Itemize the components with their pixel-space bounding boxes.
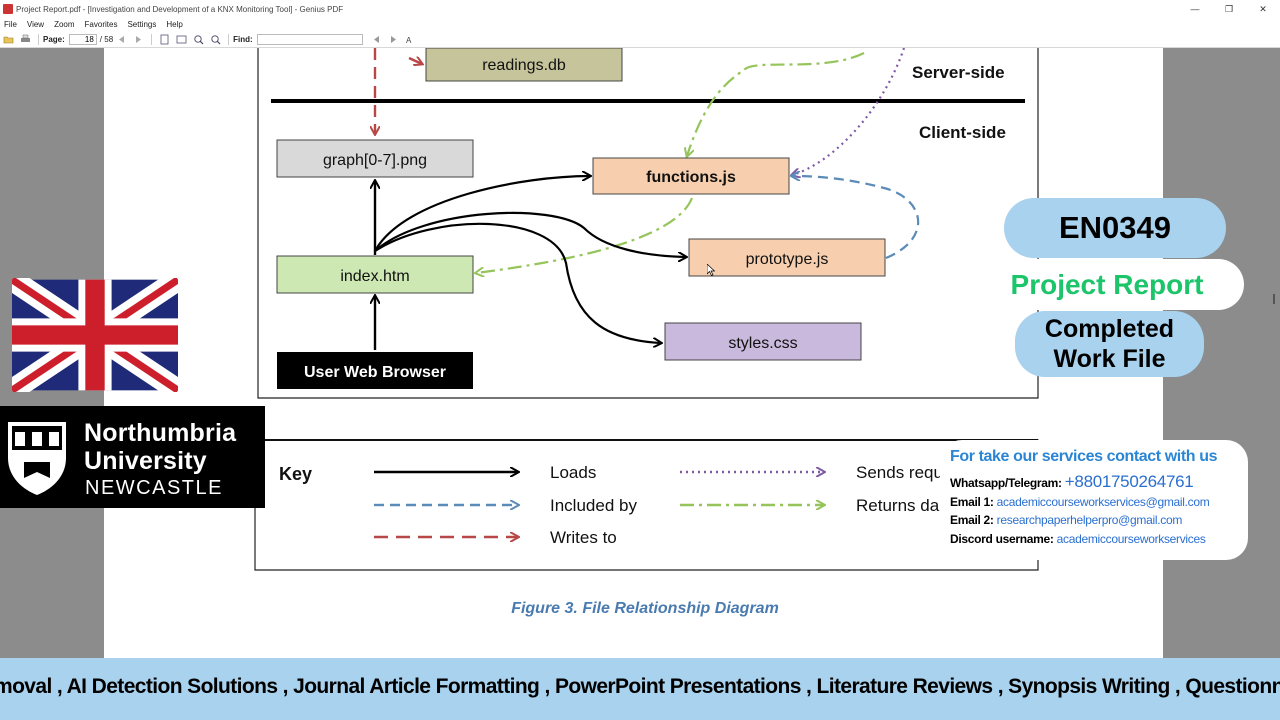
minimize-button[interactable]: —	[1190, 4, 1200, 14]
graph-png-node	[276, 139, 474, 178]
scrollbar-thumb[interactable]	[1273, 294, 1275, 304]
menu-bar: File View Zoom Favorites Settings Help	[0, 18, 1280, 31]
menu-help[interactable]: Help	[166, 20, 183, 29]
loads-edge	[374, 176, 590, 252]
key-sends-request-label: Sends requ	[856, 463, 943, 482]
key-included-by-label: Included by	[550, 496, 637, 515]
index-htm-label: index.htm	[340, 268, 409, 285]
page-label: Page:	[43, 34, 65, 44]
uk-flag-image	[12, 278, 178, 392]
index-htm-node	[276, 255, 474, 294]
next-page-icon[interactable]	[133, 34, 144, 45]
university-crest-icon	[8, 422, 66, 495]
menu-favorites[interactable]: Favorites	[84, 20, 118, 29]
file-relationship-diagram: Server-side Client-side readings.db grap…	[254, 48, 1039, 617]
completed-work-badge: Completed Work File	[1015, 311, 1204, 377]
window-titlebar: Project Report.pdf - [Investigation and …	[0, 0, 1280, 18]
find-next-icon[interactable]	[388, 34, 399, 45]
key-loads-label: Loads	[550, 463, 596, 482]
university-logo: Northumbria University NEWCASTLE	[0, 406, 265, 508]
page-number-input[interactable]	[68, 33, 97, 45]
email2-label: Email 2:	[950, 513, 994, 527]
fit-width-icon[interactable]	[176, 34, 187, 45]
services-banner-text: moval , AI Detection Solutions , Journal…	[0, 675, 1280, 698]
loads-edge	[374, 222, 661, 343]
menu-view[interactable]: View	[26, 20, 45, 29]
discord-value: academiccourseworkservices	[1056, 532, 1206, 546]
functions-js-node	[592, 157, 790, 195]
university-name: Northumbria University	[84, 419, 236, 475]
email2-value: researchpaperhelperpro@gmail.com	[996, 513, 1183, 527]
zoom-out-icon[interactable]	[210, 34, 221, 45]
styles-css-node	[664, 322, 862, 361]
discord-line: Discord username: academiccourseworkserv…	[950, 532, 1206, 546]
key-title: Key	[279, 464, 312, 484]
sends-request-edge	[792, 48, 906, 175]
university-city: NEWCASTLE	[85, 477, 223, 499]
pdf-page: Server-side Client-side readings.db grap…	[104, 48, 1163, 658]
menu-file[interactable]: File	[4, 20, 17, 29]
functions-js-label: functions.js	[646, 169, 736, 186]
find-previous-icon[interactable]	[371, 34, 382, 45]
returns-data-edge	[687, 52, 865, 156]
contact-info-box: For take our services contact with us Wh…	[940, 440, 1248, 560]
toolbar-separator	[151, 33, 153, 45]
fit-page-icon[interactable]	[159, 34, 170, 45]
email2-line: Email 2: researchpaperhelperpro@gmail.co…	[950, 513, 1182, 527]
email1-line: Email 1: academiccourseworkservices@gmai…	[950, 495, 1210, 509]
graph-png-label: graph[0-7].png	[323, 152, 427, 169]
loads-edge	[374, 211, 686, 257]
email1-value: academiccourseworkservices@gmail.com	[996, 495, 1210, 509]
key-writes-to-label: Writes to	[550, 528, 617, 547]
toolbar-separator	[228, 33, 230, 45]
mouse-cursor-icon	[707, 264, 715, 276]
user-web-browser-label: User Web Browser	[304, 364, 446, 381]
print-icon[interactable]	[20, 34, 31, 45]
contact-heading: For take our services contact with us	[950, 448, 1218, 465]
figure-caption: Figure 3. File Relationship Diagram	[511, 600, 779, 617]
svg-text:A: A	[406, 36, 412, 45]
readings-db-label: readings.db	[482, 57, 566, 74]
discord-label: Discord username:	[950, 532, 1054, 546]
close-button[interactable]: ✕	[1259, 4, 1267, 14]
styles-css-label: styles.css	[728, 335, 797, 352]
writes-to-edge	[408, 58, 422, 64]
pdf-app-icon	[3, 4, 13, 14]
course-code-badge: EN0349	[1004, 198, 1226, 258]
prototype-js-node	[688, 238, 886, 277]
services-banner: moval , AI Detection Solutions , Journal…	[0, 658, 1280, 720]
maximize-button[interactable]: ❐	[1224, 4, 1234, 14]
whatsapp-number: +8801750264761	[1064, 472, 1194, 491]
find-input[interactable]	[256, 33, 363, 45]
previous-page-icon[interactable]	[116, 34, 127, 45]
university-name-line2: University	[84, 447, 207, 475]
readings-db-node	[425, 48, 623, 82]
whatsapp-line: Whatsapp/Telegram: +8801750264761	[950, 472, 1194, 492]
whatsapp-label: Whatsapp/Telegram:	[950, 476, 1062, 490]
server-side-label: Server-side	[912, 63, 1005, 82]
university-name-line1: Northumbria	[84, 419, 237, 447]
zoom-in-icon[interactable]	[193, 34, 204, 45]
window-title: Project Report.pdf - [Investigation and …	[16, 4, 344, 14]
window-controls: — ❐ ✕	[1178, 0, 1280, 18]
email1-label: Email 1:	[950, 495, 994, 509]
toolbar-separator	[38, 33, 39, 45]
returns-data-edge	[476, 197, 694, 273]
match-case-icon[interactable]: A	[405, 34, 416, 45]
client-side-label: Client-side	[919, 123, 1006, 142]
key-returns-data-label: Returns da	[856, 496, 940, 515]
menu-zoom[interactable]: Zoom	[54, 20, 75, 29]
find-label: Find:	[233, 34, 253, 44]
completed-line2: Work File	[1053, 345, 1166, 373]
prototype-js-label: prototype.js	[746, 251, 829, 268]
completed-line1: Completed	[1044, 315, 1175, 343]
menu-settings[interactable]: Settings	[127, 20, 157, 29]
toolbar: Page: / 58 Find: A	[0, 31, 1280, 48]
page-total: / 58	[99, 34, 114, 44]
user-web-browser-node	[277, 352, 473, 389]
project-report-badge: Project Report	[970, 259, 1244, 310]
included-by-edge	[792, 176, 920, 260]
open-folder-icon[interactable]	[3, 34, 14, 45]
